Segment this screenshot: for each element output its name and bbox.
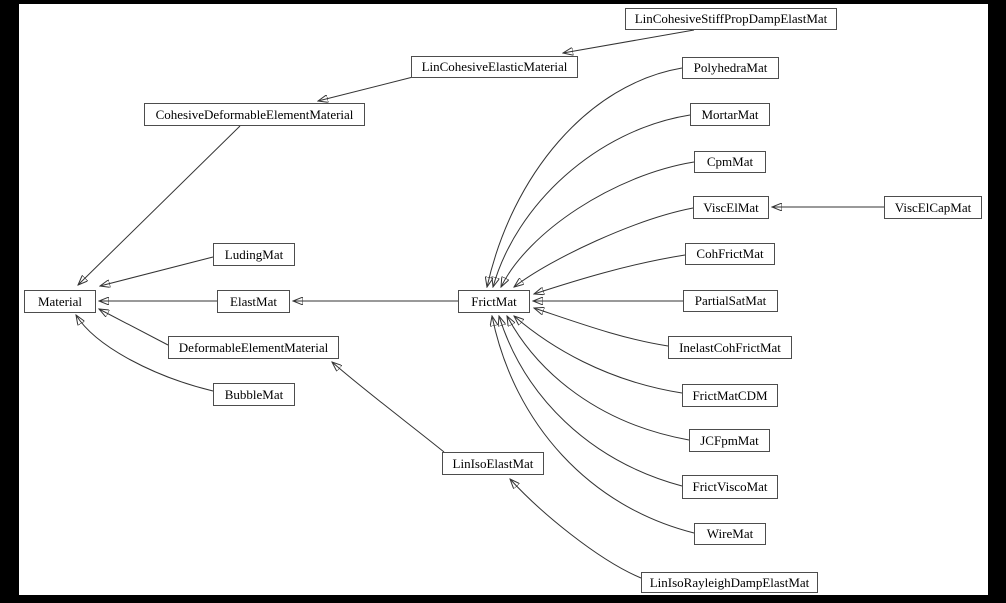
node-lincohesivestiffpropdampelastmat-label: LinCohesiveStiffPropDampElastMat: [634, 11, 828, 26]
node-viscelmat-label: ViscElMat: [703, 199, 759, 215]
node-lincohesiveelasticmaterial-label: LinCohesiveElasticMaterial: [421, 59, 568, 74]
node-ludingmat[interactable]: LudingMat: [213, 243, 295, 266]
node-jcfpmmat-label: JCFpmMat: [700, 432, 759, 448]
node-elastmat-label: ElastMat: [230, 293, 277, 309]
node-lincohesiveelasticmaterial[interactable]: LinCohesiveElasticMaterial: [411, 56, 578, 78]
node-partialsatmat-label: PartialSatMat: [694, 293, 767, 308]
node-jcfpmmat[interactable]: JCFpmMat: [689, 429, 770, 452]
node-linisorayleighdampelastmat[interactable]: LinIsoRayleighDampElastMat: [641, 572, 818, 593]
node-polyhedramat[interactable]: PolyhedraMat: [682, 57, 779, 79]
node-deformableelementmaterial-label: DeformableElementMaterial: [178, 339, 329, 355]
node-cpmmat-label: CpmMat: [706, 154, 754, 169]
node-linisorayleighdampelastmat-label: LinIsoRayleighDampElastMat: [649, 574, 810, 590]
node-polyhedramat-label: PolyhedraMat: [693, 60, 768, 75]
node-material[interactable]: Material: [24, 290, 96, 313]
node-frictmat-label: FrictMat: [471, 293, 517, 309]
node-cohfrictmat-label: CohFrictMat: [696, 246, 764, 261]
node-deformableelementmaterial[interactable]: DeformableElementMaterial: [168, 336, 339, 359]
node-elastmat[interactable]: ElastMat: [217, 290, 290, 313]
node-frictmatcdm-label: FrictMatCDM: [692, 387, 768, 403]
node-frictviscomat-label: FrictViscoMat: [692, 479, 768, 494]
node-frictmatcdm[interactable]: FrictMatCDM: [682, 384, 778, 407]
node-cohfrictmat[interactable]: CohFrictMat: [685, 243, 775, 265]
node-cpmmat[interactable]: CpmMat: [694, 151, 766, 173]
node-cohesivedeformableelementmaterial-label: CohesiveDeformableElementMaterial: [155, 106, 354, 122]
node-mortarmat[interactable]: MortarMat: [690, 103, 770, 126]
node-mortarmat-label: MortarMat: [701, 106, 759, 122]
node-lincohesivestiffpropdampelastmat[interactable]: LinCohesiveStiffPropDampElastMat: [625, 8, 837, 30]
node-frictmat[interactable]: FrictMat: [458, 290, 530, 313]
node-linisoelastmat-label: LinIsoElastMat: [452, 455, 534, 471]
node-ludingmat-label: LudingMat: [224, 246, 284, 262]
node-viscelcapmat-label: ViscElCapMat: [894, 199, 972, 215]
node-cohesivedeformableelementmaterial[interactable]: CohesiveDeformableElementMaterial: [144, 103, 365, 126]
node-wiremat[interactable]: WireMat: [694, 523, 766, 545]
node-bubblemat-label: BubbleMat: [224, 386, 284, 402]
node-bubblemat[interactable]: BubbleMat: [213, 383, 295, 406]
node-partialsatmat[interactable]: PartialSatMat: [683, 290, 778, 312]
node-viscelmat[interactable]: ViscElMat: [693, 196, 769, 219]
node-linisoelastmat[interactable]: LinIsoElastMat: [442, 452, 544, 475]
node-wiremat-label: WireMat: [706, 526, 754, 541]
node-viscelcapmat[interactable]: ViscElCapMat: [884, 196, 982, 219]
node-inelastcohfrictmat[interactable]: InelastCohFrictMat: [668, 336, 792, 359]
node-inelastcohfrictmat-label: InelastCohFrictMat: [679, 339, 781, 355]
node-frictviscomat[interactable]: FrictViscoMat: [682, 475, 778, 499]
node-material-label: Material: [37, 293, 83, 309]
